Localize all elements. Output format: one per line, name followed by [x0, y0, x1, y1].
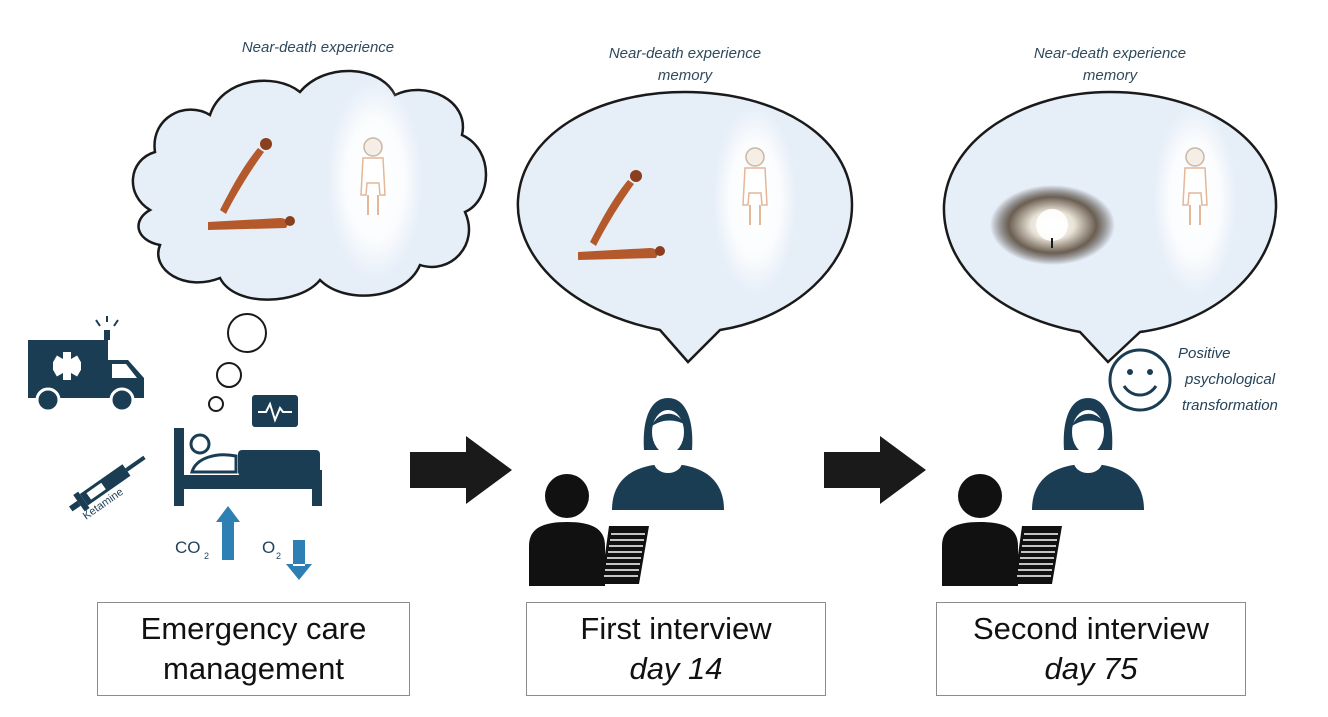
- svg-text:transformation: transformation: [1182, 397, 1278, 414]
- light-glow: [713, 105, 797, 295]
- hospital-bed-icon: [174, 428, 322, 506]
- participant-figure: [1032, 398, 1144, 510]
- svg-text:Near-death experience: Near-death experience: [1034, 45, 1186, 62]
- svg-text:2: 2: [204, 551, 209, 561]
- svg-text:2: 2: [276, 551, 281, 561]
- stage-title: Emergency care: [140, 611, 367, 646]
- positive-transformation-label: Positive psychological transformation: [1178, 345, 1278, 414]
- tunnel-light: [1036, 209, 1068, 241]
- svg-text:memory: memory: [658, 67, 714, 84]
- svg-text:CO: CO: [175, 538, 201, 557]
- stage-day: day 14: [629, 651, 723, 686]
- svg-text:Positive: Positive: [1178, 345, 1231, 362]
- participant-figure: [612, 398, 724, 510]
- smiley-icon: [1108, 348, 1172, 412]
- svg-text:Near-death experience: Near-death experience: [242, 39, 394, 56]
- caption-stage-1: Near-death experience: [242, 39, 394, 56]
- syringe-icon: Ketamine: [69, 455, 146, 522]
- svg-text:O: O: [262, 538, 275, 557]
- stage-day: day 75: [1044, 651, 1138, 686]
- ambulance-icon: [28, 316, 144, 413]
- caption-stage-2: Near-death experience memory: [609, 45, 761, 84]
- svg-text:Near-death experience: Near-death experience: [609, 45, 761, 62]
- stage-box-first-interview: First interview day 14: [526, 602, 826, 696]
- svg-text:memory: memory: [1083, 67, 1139, 84]
- stage-title: First interview: [580, 611, 772, 646]
- stage-subtitle: management: [163, 651, 344, 686]
- stage-box-second-interview: Second interview day 75: [936, 602, 1246, 696]
- speech-bubble-first: [516, 90, 854, 364]
- svg-text:psychological: psychological: [1184, 371, 1276, 388]
- o2-down-arrow-icon: O 2: [262, 538, 312, 580]
- co2-up-arrow-icon: CO 2: [175, 506, 240, 561]
- light-glow: [1153, 105, 1237, 295]
- arrow-right-1: [410, 436, 512, 504]
- stage-box-emergency-care: Emergency care management: [97, 602, 410, 696]
- stage-title: Second interview: [972, 611, 1210, 646]
- arrow-right-2: [824, 436, 926, 504]
- thought-cloud: [131, 69, 488, 412]
- monitor-icon: [252, 395, 298, 427]
- caption-stage-3: Near-death experience memory: [1034, 45, 1186, 84]
